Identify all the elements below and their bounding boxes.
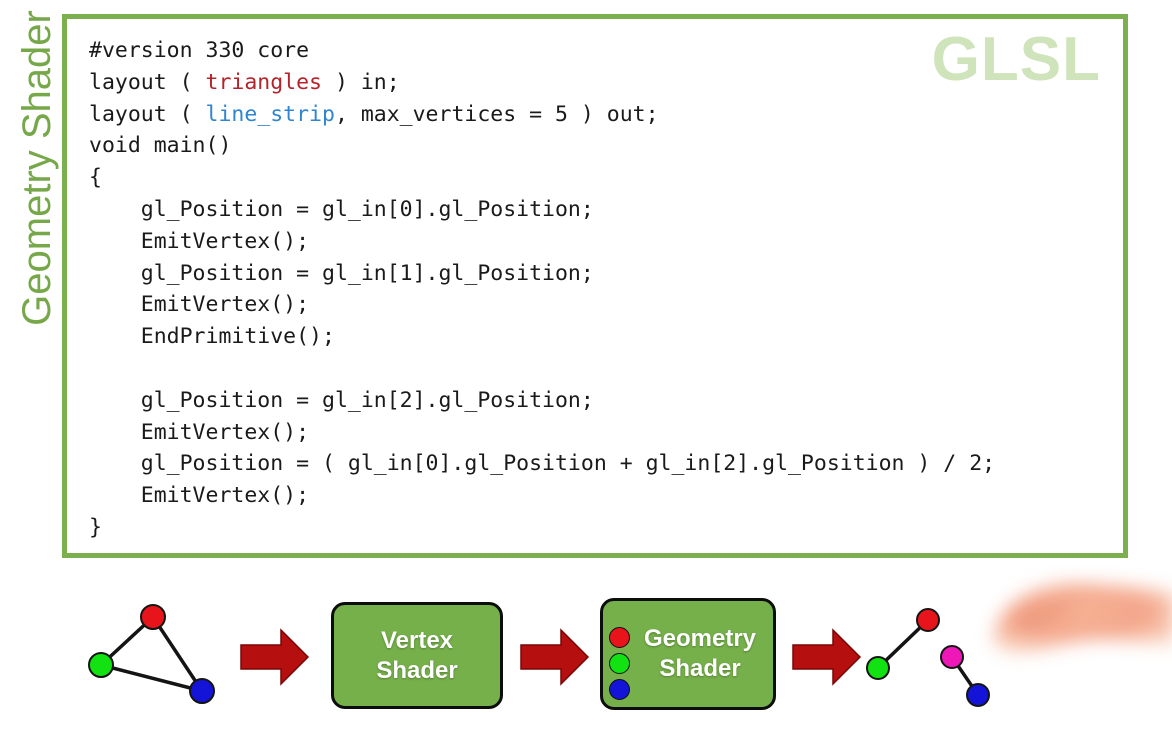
geometry-input-dot-red <box>609 627 630 648</box>
input-triangle-vertex-v2 <box>189 678 215 704</box>
output-primitive-vertex-o2 <box>940 645 964 669</box>
geometry-input-dot-green <box>609 653 630 674</box>
geometry-shader-label-line2: Shader <box>659 655 741 682</box>
arrow-2-icon <box>520 628 590 686</box>
code-line-10 <box>89 353 1113 385</box>
code-line-5: gl_Position = gl_in[0].gl_Position; <box>89 196 594 222</box>
code-line-8: EmitVertex(); <box>89 292 310 318</box>
blurred-hand-photo <box>992 583 1172 653</box>
code-line-7: gl_Position = gl_in[1].gl_Position; <box>89 260 594 286</box>
code-line-11: gl_Position = gl_in[2].gl_Position; <box>89 387 594 413</box>
output-primitive-vertex-o0 <box>866 656 890 680</box>
geometry-shader-label-line1: Geometry <box>643 625 757 652</box>
geometry-shader-box[interactable]: Geometry Shader <box>600 598 776 710</box>
output-primitive-vertex-o1 <box>916 608 940 632</box>
code-block: #version 330 core layout ( triangles ) in… <box>89 35 1113 544</box>
code-line-15: } <box>89 514 102 540</box>
vertex-shader-label-line2: Shader <box>376 656 458 684</box>
geometry-input-dot-blue <box>609 679 630 700</box>
code-line-3: void main() <box>89 133 232 159</box>
vertex-shader-label-line1: Vertex <box>380 626 454 654</box>
code-line-2: layout ( line_strip, max_vertices = 5 ) … <box>89 101 659 127</box>
glsl-watermark: GLSL <box>931 25 1101 94</box>
input-triangle-vertex-v0 <box>140 604 166 630</box>
arrow-1-icon <box>240 628 310 686</box>
code-panel: GLSL #version 330 core layout ( triangles… <box>62 14 1128 558</box>
code-line-12: EmitVertex(); <box>89 419 310 445</box>
code-line-6: EmitVertex(); <box>89 228 310 254</box>
code-line-1: layout ( triangles ) in; <box>89 69 400 95</box>
code-line-0: #version 330 core <box>89 38 310 63</box>
input-triangle-vertex-v1 <box>88 652 114 678</box>
code-line-4: { <box>89 165 102 191</box>
vertex-shader-box[interactable]: Vertex Shader <box>331 602 503 709</box>
side-title-geometry-shader: Geometry Shader <box>14 10 59 326</box>
output-primitive-vertex-o3 <box>966 683 990 707</box>
input-triangle-edge-1 <box>99 663 204 693</box>
code-line-14: EmitVertex(); <box>89 483 310 509</box>
arrow-3-icon <box>792 628 862 686</box>
code-line-13: gl_Position = ( gl_in[0].gl_Position + g… <box>89 451 996 477</box>
code-line-9: EndPrimitive(); <box>89 324 335 350</box>
